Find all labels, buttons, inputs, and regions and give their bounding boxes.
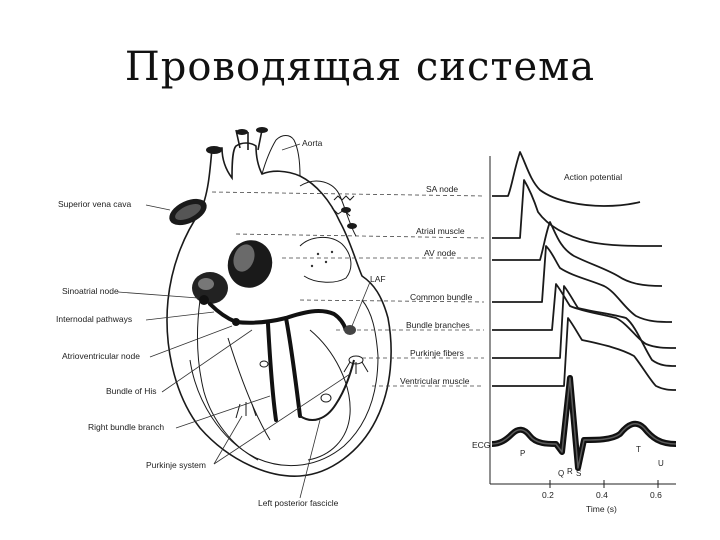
svc-lumen — [175, 203, 201, 221]
papillary-muscle — [348, 355, 364, 365]
av-node-trace-label: AV node — [424, 248, 456, 258]
ecg-p-label: P — [520, 449, 525, 458]
atrial-muscle-trace — [492, 179, 663, 247]
septal-branch-path — [284, 316, 302, 418]
atrioventricular-node-label: Atrioventricular node — [62, 351, 140, 361]
vessel-opening-3 — [256, 127, 268, 133]
left-ventricle-wall — [307, 329, 351, 461]
purkinje-leader-1 — [213, 415, 243, 465]
ventricle-inner-wall — [189, 299, 379, 467]
atrium-texture-dot — [324, 260, 328, 264]
superior-vena-cava-label: Superior vena cava — [58, 199, 132, 209]
ecg-r-label: R — [567, 467, 573, 476]
slide-title: Проводящая система — [124, 44, 596, 90]
purkinje-fibers-trace-label: Purkinje fibers — [410, 348, 464, 358]
time-axis-title: Time (s) — [586, 504, 617, 514]
aorta-leader — [281, 143, 301, 151]
pulmonary-vein-opening-2 — [347, 223, 357, 229]
atrium-texture-dot — [330, 250, 334, 254]
pulmonary-valve-fringe — [331, 195, 355, 217]
left-bundle-branch-path — [284, 309, 348, 332]
common-bundle-connector — [299, 299, 485, 303]
ecg-q-label: Q — [558, 469, 564, 478]
ventricular-muscle-trace-label: Ventricular muscle — [400, 376, 470, 386]
svc-leader — [145, 204, 171, 211]
time-axis: 0.2 0.4 0.6 Time (s) — [489, 156, 676, 514]
atrium-texture-dot — [316, 252, 320, 256]
heart-labels: Aorta Superior vena cava Sinoatrial node… — [56, 138, 386, 508]
ecg-u-label: U — [658, 459, 664, 468]
right-atrium-highlight — [198, 278, 214, 290]
sa-node-trace — [492, 151, 641, 207]
time-tick-label-2: 0.4 — [596, 490, 608, 500]
right-bundle-branch-label: Right bundle branch — [88, 422, 164, 432]
av-node-trace — [492, 221, 663, 287]
sa-node-connector — [211, 191, 485, 197]
heart-illustration — [166, 127, 392, 477]
bundle-of-his-label: Bundle of His — [106, 386, 157, 396]
internodal-leader — [145, 311, 215, 321]
posterior-fascicle-path — [299, 359, 355, 421]
left-posterior-fascicle-label: Left posterior fascicle — [258, 498, 339, 508]
atrium-texture-dot — [310, 264, 314, 268]
moderator-band — [320, 393, 332, 403]
purkinje-fibers-trace — [492, 285, 677, 367]
bundle-branches-trace-label: Bundle branches — [406, 320, 470, 330]
purkinje-leader-2 — [213, 373, 351, 465]
ventricular-muscle-trace — [492, 317, 677, 391]
vessel-opening-1 — [206, 146, 222, 154]
laf-label: LAF — [370, 274, 386, 284]
bundle-of-his-path — [234, 316, 288, 325]
laf-leader — [351, 281, 371, 327]
left-atrium — [299, 237, 352, 283]
purkinje-system-label: Purkinje system — [146, 460, 206, 470]
internodal-pathway — [208, 302, 238, 324]
rbb-leader — [175, 395, 271, 429]
right-ventricle-wall — [196, 299, 259, 461]
av-node-leader — [149, 325, 233, 358]
bundle-branches-trace — [492, 283, 677, 349]
central-vessel-highlight — [233, 244, 255, 272]
papillary-muscle-right — [259, 360, 269, 368]
pulmonary-vein-opening-1 — [341, 207, 351, 213]
common-bundle-trace-label: Common bundle — [410, 292, 473, 302]
time-tick-label-3: 0.6 — [650, 490, 662, 500]
ventricle-septum-line — [227, 337, 271, 441]
sinoatrial-node-label: Sinoatrial node — [62, 286, 119, 296]
action-potential-label: Action potential — [564, 172, 622, 182]
trace-labels: Action potential SA node Atrial muscle A… — [400, 172, 622, 450]
heart-outline — [166, 142, 392, 477]
atrial-muscle-connector — [235, 233, 485, 239]
aorta-label: Aorta — [302, 138, 323, 148]
ecg-trace-label: ECG — [472, 440, 490, 450]
time-tick-label-1: 0.2 — [542, 490, 554, 500]
ecg-s-label: S — [576, 469, 581, 478]
dashed-connectors — [211, 191, 485, 387]
aorta-arch — [261, 135, 301, 177]
right-bundle-branch-path — [266, 322, 278, 422]
lpf-leader — [299, 419, 321, 499]
ecg-t-label: T — [636, 445, 641, 454]
vessel-opening-2 — [236, 129, 248, 135]
atrial-muscle-trace-label: Atrial muscle — [416, 226, 465, 236]
action-potential-traces: P Q R S T U — [491, 151, 677, 478]
sa-node-marker — [199, 295, 209, 305]
internodal-pathways-label: Internodal pathways — [56, 314, 132, 324]
common-bundle-trace — [492, 245, 673, 323]
his-leader — [161, 329, 253, 393]
ecg-trace-core — [491, 377, 677, 469]
sa-node-leader — [117, 291, 199, 299]
sa-node-trace-label: SA node — [426, 184, 458, 194]
